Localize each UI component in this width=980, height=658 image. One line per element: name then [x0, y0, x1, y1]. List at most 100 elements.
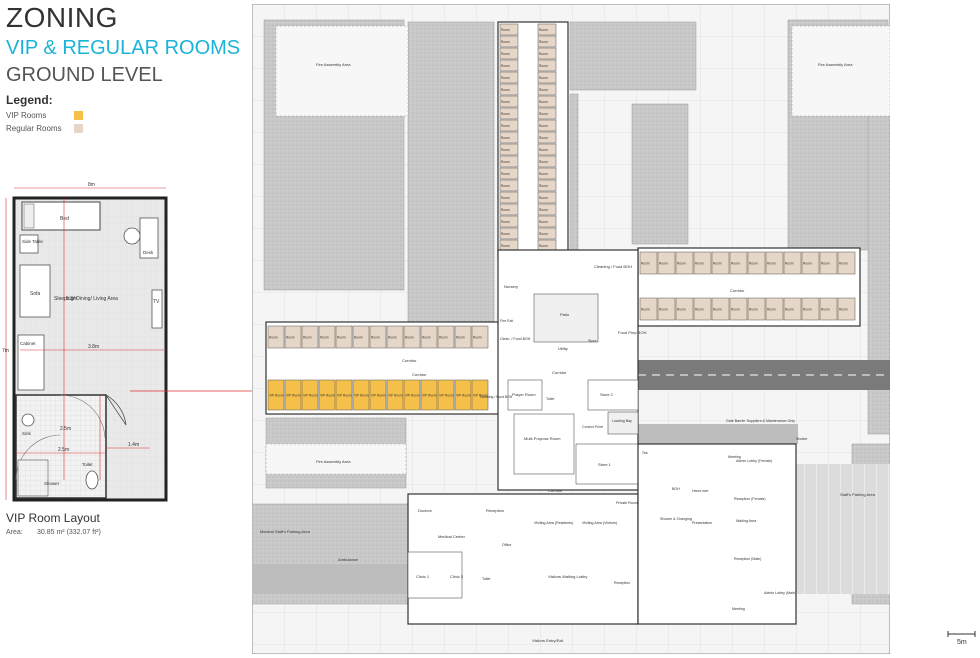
north-room	[537, 23, 557, 36]
north-room	[537, 131, 557, 144]
west-room	[386, 325, 404, 349]
north-room	[537, 95, 557, 108]
reception-f-label: Reception (Female)	[734, 497, 766, 501]
dim-w1: 3.8m	[88, 344, 99, 350]
page-subtitle: VIP & REGULAR ROOMS	[6, 37, 241, 59]
north-room-label: Room	[501, 40, 510, 44]
legend-item-regular: Regular Rooms	[6, 124, 62, 133]
north-room-label: Room	[539, 220, 548, 224]
boh-label: BOH	[672, 487, 680, 491]
east-room-label: Room	[785, 262, 794, 266]
north-room	[499, 155, 519, 168]
north-room	[537, 71, 557, 84]
north-room-label: Room	[501, 220, 510, 224]
east-room	[801, 297, 820, 321]
legend-swatch-vip	[74, 111, 83, 120]
meeting-label-2: Meeting	[732, 607, 745, 611]
east-room	[801, 251, 820, 275]
corridor-label-west-2: Corridor	[412, 372, 427, 377]
north-room-label: Room	[501, 172, 510, 176]
east-room-label: Room	[677, 308, 686, 312]
staff-parking-label: Staff's Parking Area	[840, 492, 876, 497]
west-room-label: Room	[473, 336, 482, 340]
west-room	[335, 325, 353, 349]
waiting-area-label: Waiting Area	[736, 519, 756, 523]
north-room-label: Room	[501, 160, 510, 164]
multi-purpose-label: Multi-Purpose Room	[524, 436, 561, 441]
patio-label: Patio	[560, 312, 570, 317]
east-room	[729, 251, 748, 275]
corridor-label-east: Corridor	[730, 288, 745, 293]
cleaning-boh-label-2: Cleaning / Food BOH	[480, 395, 513, 399]
west-room	[454, 325, 472, 349]
vip-room-label: VIP Room	[371, 394, 386, 398]
corridor-label-south: Corridor	[548, 488, 563, 493]
side-table-label: Side Table	[22, 239, 43, 244]
dim-d3: 2.5m	[60, 426, 71, 432]
north-room-label: Room	[501, 28, 510, 32]
area-label: Area:	[6, 529, 23, 536]
north-room-label: Room	[539, 232, 548, 236]
west-room-label: Room	[320, 336, 329, 340]
north-room	[537, 227, 557, 240]
north-room	[499, 131, 519, 144]
east-room	[765, 251, 784, 275]
east-room-label: Room	[803, 262, 812, 266]
visitors-lobby-label: Visitors Waiting Lobby	[548, 574, 587, 579]
presentation-label-1: Presentation	[692, 521, 712, 525]
clean-boh-label: Clean. / Food BOH	[500, 337, 531, 341]
sink-label: Sink	[22, 431, 32, 436]
east-room-label: Room	[767, 262, 776, 266]
east-room	[657, 297, 676, 321]
north-room-label: Room	[539, 160, 548, 164]
north-room-label: Room	[501, 184, 510, 188]
east-room-label: Room	[731, 308, 740, 312]
vip-room	[420, 379, 438, 411]
control-point-label: Control Point	[582, 425, 603, 429]
vip-room-label: VIP Room	[405, 394, 420, 398]
west-room-label: Room	[286, 336, 295, 340]
dim-d2: 2.5m	[58, 447, 69, 453]
east-room	[783, 297, 802, 321]
north-room	[499, 179, 519, 192]
west-room	[284, 325, 302, 349]
north-room-label: Room	[501, 148, 510, 152]
east-room	[747, 297, 766, 321]
vip-room-label: VIP Room	[337, 394, 352, 398]
tv-label: TV	[153, 299, 160, 305]
north-room-label: Room	[501, 232, 510, 236]
ambulance-label: Ambulance	[338, 557, 359, 562]
north-room	[499, 35, 519, 48]
north-room	[499, 95, 519, 108]
north-room	[537, 83, 557, 96]
east-room-label: Room	[695, 262, 704, 266]
east-room	[819, 251, 838, 275]
north-room	[499, 167, 519, 180]
north-room-label: Room	[501, 76, 510, 80]
north-room	[537, 167, 557, 180]
vip-room	[454, 379, 472, 411]
vip-room	[318, 379, 336, 411]
dim-d4: 1.4m	[128, 442, 139, 448]
north-room	[537, 107, 557, 120]
store-2-label: Store 2	[600, 392, 614, 397]
visiting-residents-label: Visiting Area (Residents)	[534, 521, 573, 525]
dim-height: 7m	[2, 348, 9, 354]
toilet-label-core: Toilet	[546, 397, 554, 401]
vip-room	[437, 379, 455, 411]
vip-room-label: VIP Room	[439, 394, 454, 398]
vip-room	[284, 379, 302, 411]
north-room-label: Room	[539, 172, 548, 176]
east-room	[837, 297, 856, 321]
office-label-1: Office	[502, 543, 511, 547]
desk-label: Desk	[143, 250, 154, 255]
north-room-label: Room	[539, 52, 548, 56]
east-room	[711, 297, 730, 321]
vip-room-label: VIP Room	[456, 394, 471, 398]
north-room	[537, 59, 557, 72]
north-room-label: Room	[539, 124, 548, 128]
north-room-label: Room	[539, 28, 548, 32]
north-room	[537, 215, 557, 228]
legend-item-vip: VIP Rooms	[6, 111, 47, 120]
area-value: 30.85 m² (332.07 ft²)	[37, 529, 101, 536]
